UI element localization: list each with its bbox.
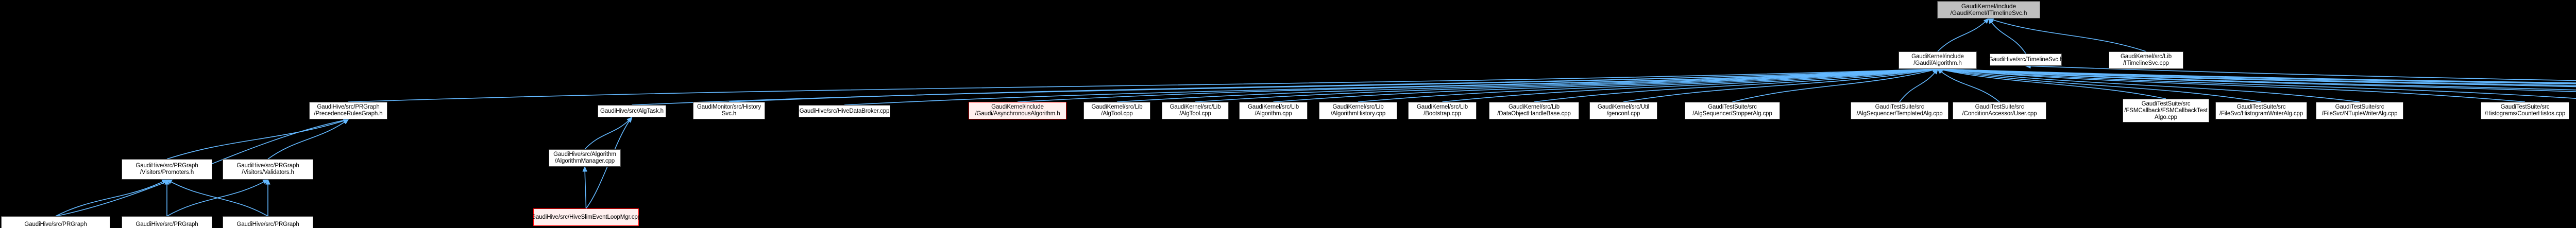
graph-node[interactable]: GaudiTestSuite/src /Histograms/CounterHi… — [2481, 102, 2569, 119]
graph-edge — [1195, 66, 1939, 102]
graph-edge — [2025, 63, 2576, 81]
graph-edge — [1937, 66, 2576, 83]
graph-edge — [1623, 67, 1939, 102]
graph-node[interactable]: GaudiTestSuite/src /FileSvc/HistogramWri… — [2215, 102, 2307, 119]
graph-edge — [1442, 67, 1939, 102]
graph-edge — [267, 119, 349, 160]
graph-node[interactable]: GaudiHive/src/PRGraph /PrecedenceRulesGr… — [309, 102, 387, 119]
graph-edge — [582, 166, 588, 209]
graph-edge — [584, 116, 633, 150]
graph-node[interactable]: GaudiTestSuite/src /ConditionAccessor/Us… — [1953, 102, 2046, 119]
graph-edge — [1937, 66, 2576, 99]
graph-node[interactable]: GaudiHive/src/PRGraph /Visitors/Promoter… — [122, 159, 212, 180]
graph-node[interactable]: GaudiKernel/src/Lib /AlgorithmHistory.cp… — [1319, 102, 1397, 119]
graph-edge — [1899, 68, 1938, 102]
graph-node[interactable]: GaudiHive/src/PRGraph /Visitors/Promoter… — [122, 216, 212, 228]
graph-node[interactable]: GaudiHive/src/PRGraph /Visitors/Validato… — [223, 159, 313, 180]
graph-node[interactable]: GaudiTestSuite/src /FileSvc/NTupleWriter… — [2316, 102, 2403, 119]
graph-node[interactable]: GaudiHive/src/Algorithm /AlgorithmManage… — [549, 149, 621, 167]
graph-edge — [632, 66, 1939, 106]
graph-node-root[interactable]: GaudiKernel/include /GaudiKernel/ITimeli… — [1937, 1, 2040, 19]
graph-edge — [348, 66, 1939, 102]
graph-edge — [1937, 67, 2526, 102]
graph-edge — [1937, 66, 2576, 84]
graph-edge — [728, 66, 1939, 102]
graph-node[interactable]: GaudiKernel/src/Lib /Bootstrap.cpp — [1408, 102, 1477, 119]
graph-node[interactable]: GaudiTestSuite/src /AlgSequencer/Stopper… — [1685, 102, 1780, 119]
graph-node[interactable]: GaudiKernel/src/Lib /DataObjectHandleBas… — [1489, 102, 1579, 119]
graph-node[interactable]: GaudiTestSuite/src /AlgSequencer/Templat… — [1851, 102, 1948, 119]
graph-node[interactable]: GaudiHive/src/PRGraph /PrecedenceRulesGr… — [1, 216, 110, 228]
graph-node[interactable]: GaudiKernel/src/Lib /AlgTool.cpp — [1083, 102, 1150, 119]
graph-node[interactable]: GaudiKernel/src/Lib /ITimelineSvc.cpp — [2109, 51, 2183, 69]
graph-edge — [166, 179, 269, 217]
graph-edge — [1358, 67, 1939, 102]
graph-edge — [1937, 67, 2166, 99]
graph-node[interactable]: GaudiKernel/src/Lib /Algorithm.cpp — [1239, 102, 1308, 119]
graph-node[interactable]: GaudiTestSuite/src /FSMCallback/FSMCallb… — [2123, 99, 2209, 122]
graph-edge — [1937, 66, 2576, 84]
graph-node[interactable]: GaudiMonitor/src/History Svc.h — [693, 102, 765, 119]
graph-edge — [844, 66, 1939, 106]
graph-node[interactable]: GaudiKernel/src/Lib /AlgTool.cpp — [1162, 102, 1229, 119]
graph-edge — [1937, 66, 2576, 86]
graph-node[interactable]: GaudiHive/src/TimelineSvc.h — [1989, 54, 2063, 66]
graph-node[interactable]: GaudiHive/src/PRGraph /Visitors/Validato… — [223, 216, 313, 228]
graph-node[interactable]: GaudiHive/src/HiveSlimEventLoopMgr.cpp — [531, 208, 641, 226]
graph-node[interactable]: GaudiKernel/include /Gaudi/Algorithm.h — [1899, 51, 1977, 69]
graph-node[interactable]: GaudiHive/src/HiveDataBroker.cpp — [799, 105, 890, 117]
graph-edge — [55, 179, 168, 217]
graph-edge — [1937, 67, 2360, 102]
graph-edge — [1937, 68, 2000, 102]
graph-node[interactable]: GaudiKernel/include /Gaudi/AsynchronousA… — [969, 102, 1066, 119]
graph-edge — [1937, 66, 2576, 91]
graph-edge — [1937, 17, 1990, 52]
graph-node[interactable]: GaudiKernel/src/Util /genconf.cpp — [1589, 102, 1657, 119]
graph-edge — [1534, 67, 1939, 102]
graph-node[interactable]: GaudiHive/src/AlgTask.h — [598, 105, 666, 117]
graph-edge — [1988, 17, 2146, 52]
graph-edge — [1937, 67, 2262, 102]
graph-edge — [166, 179, 268, 217]
graph-edge — [1017, 66, 1939, 102]
graph-edge — [1273, 66, 1939, 102]
graph-edge — [166, 118, 349, 160]
graph-edge — [1988, 17, 2026, 54]
graph-edge — [1937, 66, 2576, 87]
graph-edge — [1937, 66, 2576, 87]
graph-edge — [1937, 66, 2576, 92]
graph-edge — [1732, 67, 1939, 102]
graph-edge — [1116, 66, 1939, 102]
